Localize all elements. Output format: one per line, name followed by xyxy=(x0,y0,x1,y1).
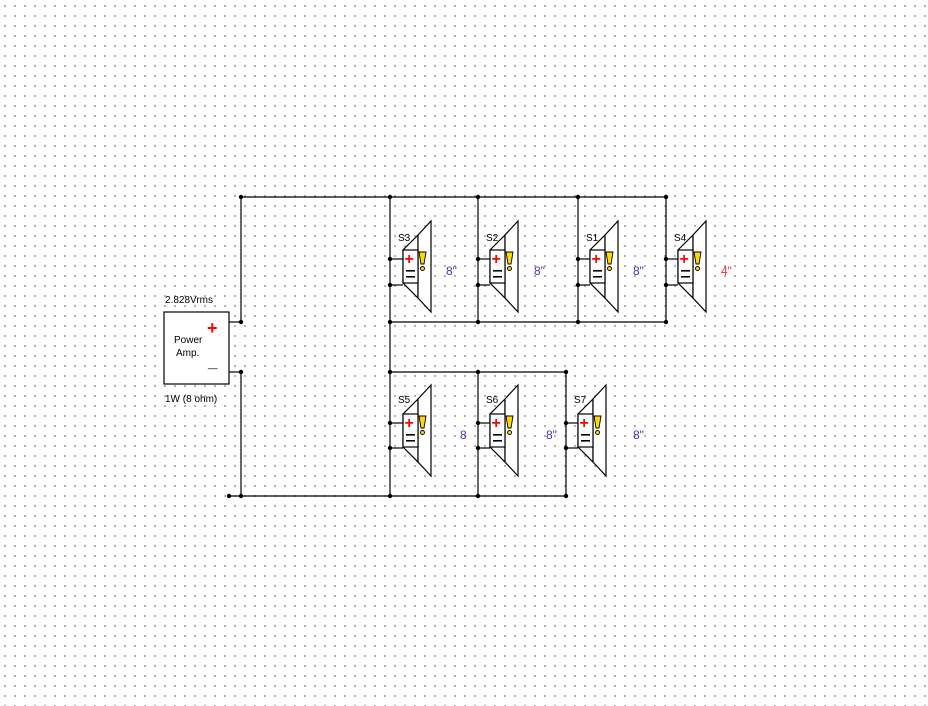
speaker-id-label: S3 xyxy=(398,233,411,244)
speaker-s7[interactable]: S7 8" xyxy=(574,384,644,477)
speaker-id-label: S4 xyxy=(674,233,687,244)
speaker-size-label: 8" xyxy=(546,428,557,442)
speaker-s4[interactable]: S4 4" xyxy=(674,220,732,313)
amp-voltage-label: 2.828Vrms xyxy=(165,295,213,306)
junction-nodes xyxy=(226,194,669,499)
speaker-size-label: 8" xyxy=(534,264,545,278)
speaker-size-label: 8 xyxy=(460,428,467,442)
amp-name-line1: Power xyxy=(174,335,203,346)
speaker-size-label: 8" xyxy=(446,264,457,278)
amp-body xyxy=(163,311,230,385)
speaker-id-label: S2 xyxy=(486,233,499,244)
speaker-s6[interactable]: S6 8" xyxy=(486,384,557,477)
speaker-s1[interactable]: S1 8" xyxy=(586,220,644,313)
amp-name-line2: Amp. xyxy=(176,348,199,359)
speaker-size-label: 4" xyxy=(721,264,732,278)
power-amplifier[interactable]: 2.828Vrms Power Amp. + _ 1W (8 ohm) xyxy=(163,295,230,405)
speaker-id-label: S5 xyxy=(398,395,411,406)
amp-plus-icon: + xyxy=(207,318,218,338)
speaker-id-label: S1 xyxy=(586,233,599,244)
speaker-s5[interactable]: S5 8 xyxy=(398,384,467,477)
amp-power-rating: 1W (8 ohm) xyxy=(165,394,217,405)
speaker-id-label: S7 xyxy=(574,395,587,406)
speaker-s3[interactable]: S3 8" xyxy=(398,220,457,313)
speaker-s2[interactable]: S2 8" xyxy=(486,220,545,313)
speaker-size-label: 8" xyxy=(633,428,644,442)
amp-minus-icon: _ xyxy=(207,352,218,371)
speaker-id-label: S6 xyxy=(486,395,499,406)
speaker-size-label: 8" xyxy=(633,264,644,278)
